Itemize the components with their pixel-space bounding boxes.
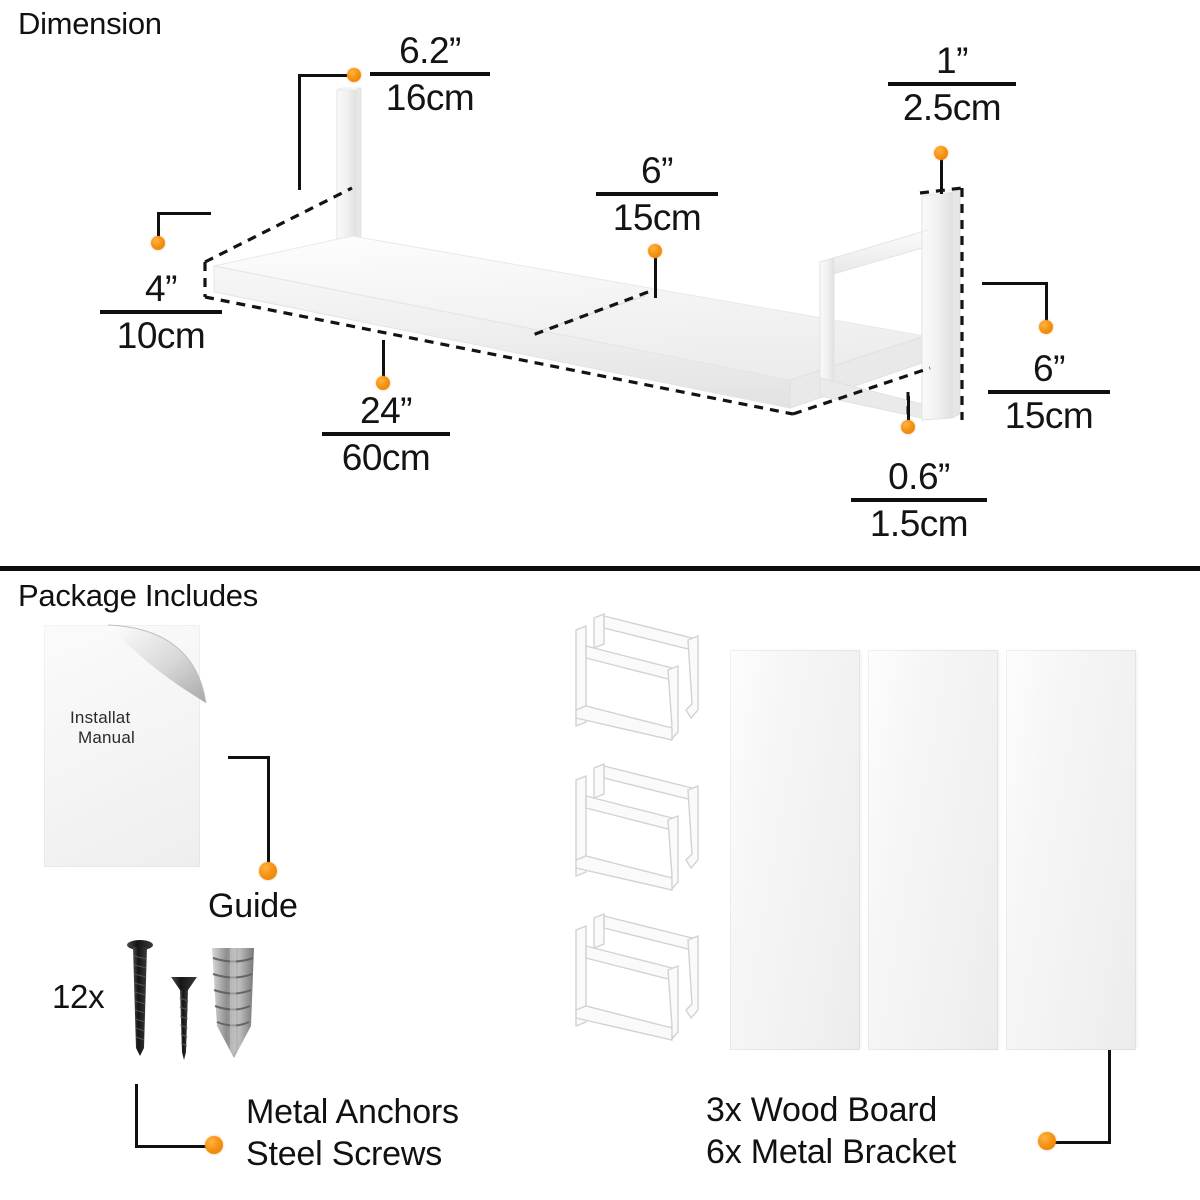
dimension-bracket-height-metric: 10cm [116, 315, 206, 356]
package-label-metal-anchors: Metal Anchors [246, 1093, 459, 1131]
leader-bracket-height-v [157, 212, 160, 240]
leader-bracket-depth-h [298, 74, 354, 77]
dimension-bracket-height-imperial: 4” [145, 268, 177, 309]
package-section-title: Package Includes [18, 578, 258, 613]
leader-board-depth-v [654, 250, 657, 298]
wood-board [730, 650, 860, 1050]
leader-guide-v [267, 756, 270, 868]
leader-bracket-depth-v [298, 74, 301, 190]
leader-boards-h [1045, 1141, 1111, 1144]
dot-board-length [376, 376, 390, 390]
manual-title-line2: Manual [78, 728, 135, 747]
right-bracket [819, 188, 961, 421]
dimension-bracket-depth: 6.2” 16cm [370, 32, 490, 116]
dot-rail-height [1039, 320, 1053, 334]
leader-hardware-v [135, 1084, 138, 1148]
dot-guide [259, 862, 277, 880]
dot-board-depth [648, 244, 662, 258]
left-bracket-post [336, 87, 362, 253]
short-screw-icon [171, 977, 197, 1060]
leader-rail-height-v [1045, 282, 1048, 326]
leader-boards-v [1108, 1050, 1111, 1144]
dimension-rule [370, 72, 490, 76]
dot-hardware [205, 1136, 223, 1154]
manual-title-line1: Installat [70, 708, 131, 727]
dot-bracket-width [934, 146, 948, 160]
dimension-bracket-depth-imperial: 6.2” [399, 30, 461, 71]
dimension-rail-height-imperial: 6” [1033, 348, 1065, 389]
leader-board-thickness-v [907, 396, 910, 424]
wood-board [868, 650, 998, 1050]
dot-boards-brackets [1038, 1132, 1056, 1150]
dot-board-thickness [901, 420, 915, 434]
metal-bracket-pair [575, 612, 699, 742]
dimension-rule [888, 82, 1016, 86]
package-label-guide: Guide [208, 887, 298, 925]
dimension-rail-height-metric: 15cm [1004, 395, 1094, 436]
hardware-count: 12x [52, 978, 105, 1015]
dimension-bracket-height: 4” 10cm [100, 270, 222, 354]
metal-bracket-pair [575, 912, 699, 1042]
leader-board-length-v [382, 340, 385, 382]
dimension-rule [100, 310, 222, 314]
dimension-bracket-width-metric: 2.5cm [902, 87, 1002, 128]
dimension-rule [322, 432, 450, 436]
wood-board [1006, 650, 1136, 1050]
dimension-rule [596, 192, 718, 196]
dimension-board-depth-metric: 15cm [612, 197, 702, 238]
shelf-illustration [203, 87, 964, 430]
page-curl-icon [107, 624, 207, 704]
dimension-rule [988, 390, 1110, 394]
installation-manual: Installat Manual [44, 624, 207, 867]
package-label-metal-bracket: 6x Metal Bracket [706, 1133, 957, 1171]
metal-anchor-icon [212, 948, 254, 1058]
dimension-board-length-imperial: 24” [360, 390, 412, 431]
dimension-board-depth-imperial: 6” [641, 150, 673, 191]
dimension-board-length: 24” 60cm [322, 392, 450, 476]
package-label-steel-screws: Steel Screws [246, 1135, 443, 1173]
dimension-board-thickness: 0.6” 1.5cm [851, 458, 987, 542]
section-divider [0, 566, 1200, 571]
dot-bracket-height [151, 236, 165, 250]
metal-bracket-pair [575, 762, 699, 892]
package-label-wood-board: 3x Wood Board [706, 1091, 938, 1129]
long-screw-icon [127, 940, 153, 1056]
dimension-rule [851, 498, 987, 502]
hardware-icons [127, 940, 254, 1060]
dimension-board-thickness-imperial: 0.6” [888, 456, 950, 497]
leader-bracket-height-h [157, 212, 211, 215]
dimension-section-title: Dimension [18, 6, 162, 41]
dot-bracket-depth [347, 68, 361, 82]
leader-guide-h [228, 756, 270, 759]
leader-hardware-h [135, 1145, 213, 1148]
metal-bracket-set [575, 612, 699, 1042]
dimension-board-thickness-metric: 1.5cm [869, 503, 969, 544]
dimension-bracket-depth-metric: 16cm [385, 77, 475, 118]
leader-rail-height-h [982, 282, 1048, 285]
dimension-bracket-width-imperial: 1” [936, 40, 968, 81]
dimension-board-depth: 6” 15cm [596, 152, 718, 236]
dimension-board-length-metric: 60cm [341, 437, 431, 478]
dimension-bracket-width: 1” 2.5cm [888, 42, 1016, 126]
dimension-rail-height: 6” 15cm [988, 350, 1110, 434]
leader-bracket-width-v [940, 152, 943, 194]
